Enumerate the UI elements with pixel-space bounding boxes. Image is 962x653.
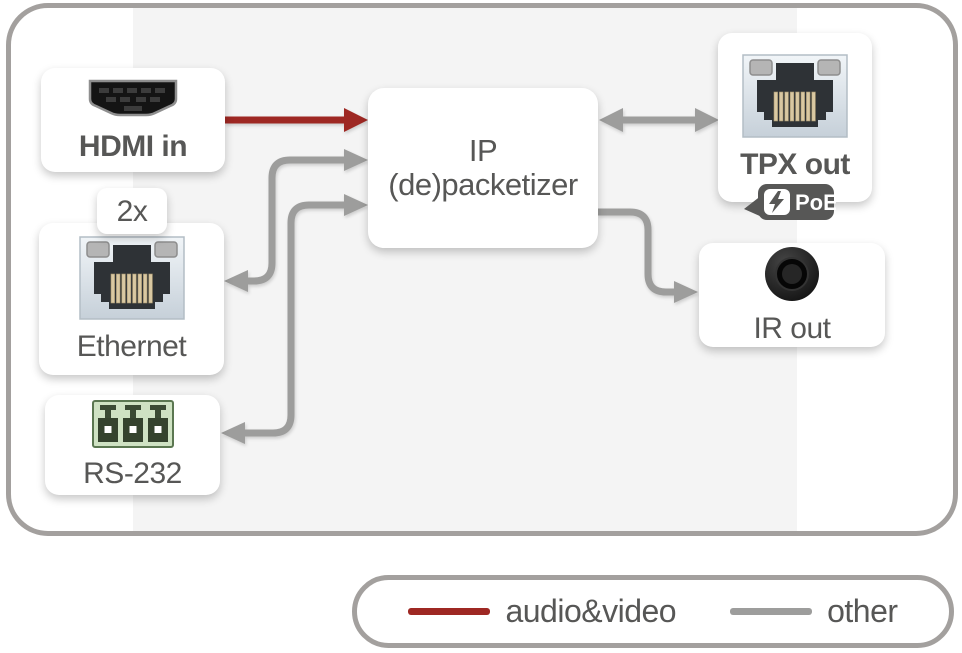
node-label-hdmi-in: HDMI in xyxy=(78,130,188,163)
node-label-tpx-out: TPX out xyxy=(740,148,850,181)
legend-item: audio&video xyxy=(408,593,677,630)
node-label-ethernet: Ethernet xyxy=(76,329,187,363)
phoenix-connector-icon xyxy=(91,400,174,453)
legend: audio&video other xyxy=(352,575,954,648)
node-label-packetizer-line2: (de)packetizer xyxy=(388,167,578,202)
hdmi-connector-icon xyxy=(84,77,182,124)
rj45-port-icon xyxy=(78,235,185,325)
arrow-packetizer-tpx xyxy=(599,108,719,132)
poe-badge: PoE xyxy=(742,182,838,222)
arrow-hdmi-to-packetizer xyxy=(225,108,368,132)
poe-badge-label: PoE xyxy=(795,190,836,215)
node-ip-packetizer: IP (de)packetizer xyxy=(368,88,598,248)
arrow-rs232-packetizer xyxy=(221,194,368,444)
port-count-tag: 2x xyxy=(97,188,167,234)
node-label-rs232: RS-232 xyxy=(83,457,182,490)
legend-item: other xyxy=(730,593,898,630)
node-label-ir-out: IR out xyxy=(753,312,831,345)
port-count-label: 2x xyxy=(116,194,148,228)
legend-swatch-other xyxy=(730,608,813,615)
legend-swatch-audio-video xyxy=(408,608,491,615)
node-rs232: RS-232 xyxy=(45,395,220,495)
legend-label-other: other xyxy=(827,593,898,629)
node-tpx-out: TPX out xyxy=(718,33,872,202)
node-label-packetizer-line1: IP xyxy=(468,132,498,168)
ir-jack-icon xyxy=(763,245,821,308)
rj45-port-icon xyxy=(742,54,848,143)
poe-badge-pointer xyxy=(744,195,762,217)
legend-label-audio-video: audio&video xyxy=(505,593,677,629)
arrow-ethernet-packetizer xyxy=(224,149,368,292)
arrow-packetizer-ir xyxy=(598,208,698,303)
node-ir-out: IR out xyxy=(699,243,885,347)
node-ethernet: Ethernet xyxy=(39,223,224,375)
node-hdmi-in: HDMI in xyxy=(41,68,225,172)
